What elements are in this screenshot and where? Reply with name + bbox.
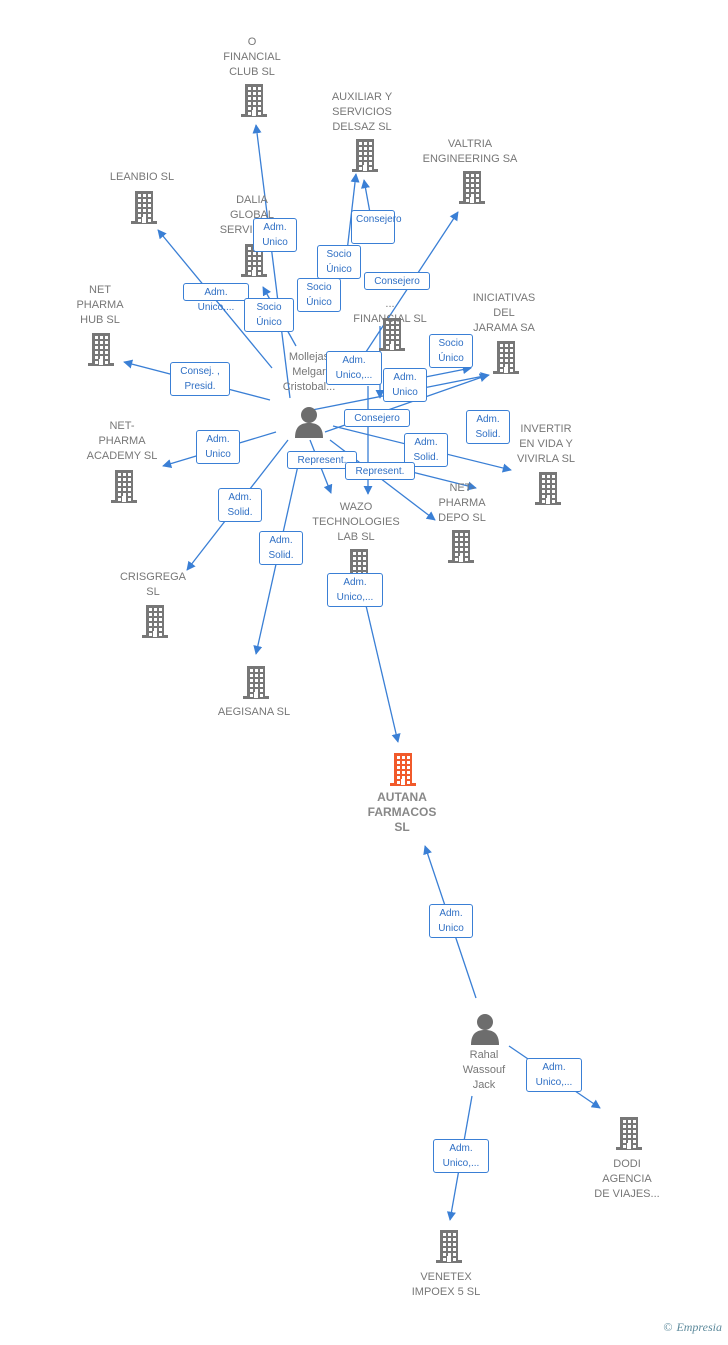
company-building-icon[interactable] [128,189,160,225]
person-icon[interactable] [469,1011,501,1047]
company-building-icon[interactable] [445,528,477,564]
company-building-icon[interactable] [433,1228,465,1264]
relation-label: Represent. [345,462,415,480]
relation-label: Adm. Unico [196,430,240,464]
relation-label: Adm. Solid. [466,410,510,444]
company-label[interactable]: DODI AGENCIA DE VIAJES... [594,1158,660,1200]
company-label[interactable]: VENETEX IMPOEX 5 SL [411,1271,481,1298]
company-label[interactable]: LEANBIO SL [109,171,175,183]
company-label[interactable]: NET- PHARMA DEPO SL [438,482,486,524]
relation-label: Consejero [344,409,410,427]
company-label[interactable]: O FINANCIAL CLUB SL [223,36,281,78]
relation-label: Adm. Solid. [404,433,448,467]
company-building-icon[interactable] [238,242,270,278]
company-building-icon[interactable] [532,470,564,506]
person-icon[interactable] [293,404,325,440]
relation-edge [252,124,291,399]
company-label[interactable]: CRISGREGA SL [119,571,186,598]
person-label[interactable]: Rahal Wassouf Jack [462,1049,506,1091]
company-building-icon[interactable] [108,468,140,504]
company-building-icon[interactable] [238,82,270,118]
relation-label: Adm. Solid. [218,488,262,522]
company-label[interactable]: VALTRIA ENGINEERING SA [422,138,518,165]
company-label[interactable]: WAZO TECHNOLOGIES LAB SL [312,501,400,543]
relation-label: Represent. [287,451,357,469]
company-label[interactable]: AEGISANA SL [217,706,291,718]
relation-label: Socio Único [429,334,473,368]
relation-label: Socio Único [317,245,361,279]
company-building-icon[interactable] [376,316,408,352]
company-label[interactable]: NET- PHARMA ACADEMY SL [86,420,158,462]
relation-label: Adm. Unico,... [183,283,249,313]
relation-label: Adm. Unico [383,368,427,402]
relation-label: Adm. Unico,... [526,1058,582,1092]
company-label[interactable]: INVERTIR EN VIDA Y VIVIRLA SL [516,423,576,465]
relation-label: Consejero [364,272,430,290]
company-label[interactable]: ... FINANCIAL SL [353,298,427,325]
company-building-icon[interactable] [349,137,381,173]
focus-company-building-icon[interactable] [387,751,419,787]
relation-label: Adm. Unico,... [327,573,383,607]
relation-label: Adm. Solid. [259,531,303,565]
relation-label: Consejero [351,210,402,244]
relation-label: Socio Único [244,298,294,332]
company-label[interactable]: AUXILIAR Y SERVICIOS DELSAZ SL [331,91,393,133]
company-building-icon[interactable] [613,1115,645,1151]
footer-brand: ©Empresia [663,1320,722,1334]
company-building-icon[interactable] [85,331,117,367]
company-label[interactable]: INICIATIVAS DEL JARAMA SA [472,292,536,334]
company-building-icon[interactable] [139,603,171,639]
company-label[interactable]: NET PHARMA HUB SL [76,284,124,326]
relation-label: Adm. Unico,... [326,351,382,385]
person-label[interactable]: Mollejas Melgar Cristobal... [282,351,336,393]
company-building-icon[interactable] [456,169,488,205]
company-building-icon[interactable] [240,664,272,700]
relation-label: Adm. Unico [253,218,297,252]
relation-label: Consej. , Presid. [170,362,230,396]
relation-edge [359,579,401,743]
relation-label: Adm. Unico,... [433,1139,489,1173]
relation-label: Adm. Unico [429,904,473,938]
company-building-icon[interactable] [490,339,522,375]
relation-label: Socio Único [297,278,341,312]
focus-company-label[interactable]: AUTANA FARMACOS SL [367,790,437,834]
